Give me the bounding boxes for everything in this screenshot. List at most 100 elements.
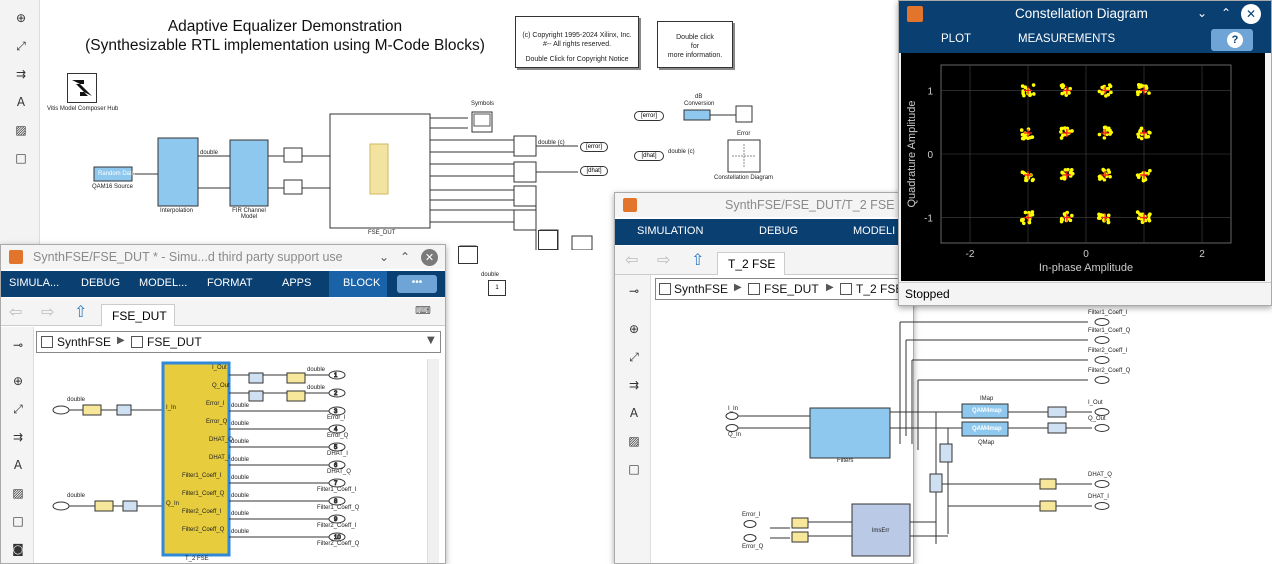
back-arrow-icon[interactable]: ⇦ <box>9 302 23 321</box>
block-outport-label: DHAT_Q <box>209 437 233 443</box>
symbol-point <box>1108 174 1112 179</box>
info-note[interactable]: Double click for more information. <box>657 21 733 68</box>
minimize-icon[interactable]: ⌄ <box>1197 6 1208 20</box>
close-icon[interactable]: ✕ <box>421 249 438 266</box>
zoom-in-icon[interactable]: ⊕ <box>628 322 640 336</box>
maximize-icon[interactable]: ⌃ <box>400 250 411 264</box>
outport[interactable] <box>1094 408 1110 416</box>
tab-plot[interactable]: PLOT <box>941 33 972 45</box>
copyright-line: #-- All rights reserved. <box>542 41 612 48</box>
outport[interactable] <box>1094 480 1110 488</box>
model-tab[interactable]: T_2 FSE <box>717 252 785 275</box>
tab-simulation[interactable]: SIMULATION <box>637 225 704 237</box>
outport[interactable] <box>328 496 346 506</box>
text-annotation-icon[interactable]: A <box>629 406 639 420</box>
breadcrumb-child[interactable]: FSE_DUT <box>147 335 202 349</box>
copyright-note[interactable]: (c) Copyright 1995-2024 Xilinx, Inc. #--… <box>515 16 639 68</box>
outport[interactable] <box>328 532 346 542</box>
zoom-in-icon[interactable]: ⊕ <box>12 374 24 388</box>
breadcrumb-child[interactable]: T_2 FSE <box>856 282 904 296</box>
tab-simulation[interactable]: SIMULA... <box>9 277 60 289</box>
area-icon[interactable]: □ <box>12 514 24 528</box>
arrow-icon[interactable]: ⇉ <box>15 67 27 81</box>
vertical-scrollbar[interactable] <box>427 359 439 563</box>
forward-arrow-icon[interactable]: ⇨ <box>41 302 55 321</box>
up-arrow-icon[interactable]: ⇧ <box>691 250 705 269</box>
outport[interactable] <box>328 388 346 398</box>
maximize-icon[interactable]: ⌃ <box>1221 6 1232 20</box>
tab-measurements[interactable]: MEASUREMENTS <box>1018 33 1116 45</box>
x-tick-label: 2 <box>1199 249 1205 260</box>
constellation-window: Constellation Diagram ⌄ ⌃ ✕ PLOT MEASURE… <box>898 0 1272 306</box>
help-button[interactable]: ? <box>1211 29 1253 51</box>
outport[interactable] <box>328 478 346 488</box>
tab-debug[interactable]: DEBUG <box>81 277 121 289</box>
image-icon[interactable]: ▨ <box>628 434 640 448</box>
forward-arrow-icon[interactable]: ⇨ <box>657 250 671 269</box>
outport[interactable] <box>1094 502 1110 510</box>
symbol-point <box>1136 135 1141 139</box>
outport[interactable] <box>1094 336 1110 344</box>
zoom-in-icon[interactable]: ⊕ <box>15 11 27 25</box>
error-goto-tag[interactable]: [error] <box>634 111 664 121</box>
error-label: Error <box>737 131 751 137</box>
back-arrow-icon[interactable]: ⇦ <box>625 250 639 269</box>
text-annotation-icon[interactable]: A <box>13 458 23 472</box>
camera-icon[interactable]: ◙ <box>12 542 24 556</box>
symbol-point <box>1143 218 1148 223</box>
model-composer-hub-block[interactable] <box>67 73 97 103</box>
arrow-icon[interactable]: ⇉ <box>12 430 24 444</box>
tab-format[interactable]: FORMAT <box>207 277 253 289</box>
outport-number: 3 <box>334 409 338 415</box>
outport[interactable] <box>328 406 346 416</box>
arrow-icon[interactable]: ⇉ <box>628 378 640 392</box>
symbol-point <box>1136 216 1141 220</box>
outport[interactable] <box>1094 356 1110 364</box>
outport[interactable] <box>1094 376 1110 384</box>
outport[interactable] <box>328 424 346 434</box>
outport-number: 4 <box>334 427 338 433</box>
tab-modeling[interactable]: MODEL... <box>139 277 188 289</box>
hide-explorer-icon[interactable]: ⊸ <box>628 284 640 298</box>
hide-explorer-icon[interactable]: ⊸ <box>12 338 24 352</box>
more-tabs-button[interactable]: ••• <box>397 275 437 293</box>
image-icon[interactable]: ▨ <box>12 486 24 500</box>
tab-apps[interactable]: APPS <box>282 277 312 289</box>
symbol-point <box>1028 213 1033 218</box>
constant-block[interactable]: 1 <box>488 280 506 296</box>
qam-map-text: QAM4map <box>972 426 1002 432</box>
outport[interactable] <box>328 460 346 470</box>
image-icon[interactable]: ▨ <box>15 123 27 137</box>
up-arrow-icon[interactable]: ⇧ <box>74 302 88 321</box>
area-icon[interactable]: □ <box>628 462 640 476</box>
model-tab[interactable]: FSE_DUT <box>101 304 175 326</box>
error-from-tag[interactable]: [error] <box>580 142 608 152</box>
bus-block[interactable] <box>458 246 478 264</box>
fit-view-icon[interactable]: ⤢ <box>16 39 26 53</box>
fit-view-icon[interactable]: ⤢ <box>13 402 23 416</box>
text-annotation-icon[interactable]: A <box>16 95 26 109</box>
dhat-from-tag[interactable]: [dhat] <box>580 166 608 176</box>
outport[interactable] <box>1094 318 1110 326</box>
breadcrumb-root[interactable]: SynthFSE <box>57 335 112 349</box>
dhat-goto-tag[interactable]: [dhat] <box>634 151 664 161</box>
switch-block[interactable] <box>538 230 558 250</box>
fit-view-icon[interactable]: ⤢ <box>629 350 639 364</box>
minimize-icon[interactable]: ⌄ <box>379 250 390 264</box>
close-icon[interactable]: ✕ <box>1241 4 1261 24</box>
chevron-down-icon[interactable]: ▼ <box>427 335 435 346</box>
area-icon[interactable]: □ <box>15 151 27 165</box>
breadcrumb-root[interactable]: SynthFSE <box>674 282 729 296</box>
outport[interactable] <box>328 442 346 452</box>
outport[interactable] <box>328 370 346 380</box>
outport[interactable] <box>1094 424 1110 432</box>
breadcrumb: SynthFSE ▶ FSE_DUT ▶ T_2 FSE <box>655 278 913 300</box>
outport[interactable] <box>328 514 346 524</box>
keyboard-icon[interactable]: ⌨ <box>415 304 431 317</box>
tab-debug[interactable]: DEBUG <box>759 225 799 237</box>
tab-modeling[interactable]: MODELI <box>853 225 896 237</box>
symbol-point <box>1019 128 1024 132</box>
scope-ribbon: PLOT MEASUREMENTS ? <box>899 27 1271 53</box>
breadcrumb-mid[interactable]: FSE_DUT <box>764 282 819 296</box>
tab-block[interactable]: BLOCK <box>329 271 387 297</box>
